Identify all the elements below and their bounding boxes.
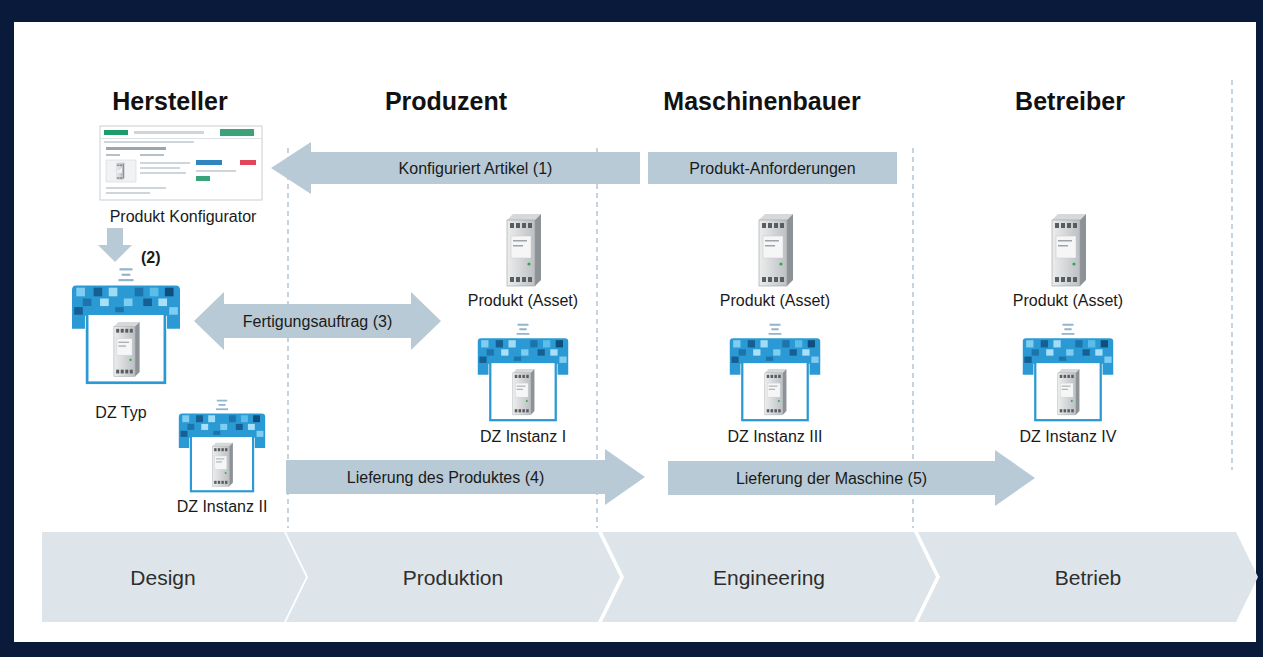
column-heading: Maschinenbauer: [663, 86, 860, 116]
configurator-screenshot: [196, 160, 222, 165]
node-label: Produkt (Asset): [468, 291, 578, 310]
node-label: DZ Instanz III: [727, 427, 822, 446]
node-label: DZ Instanz IV: [1020, 427, 1117, 446]
node-label: Produkt (Asset): [1013, 291, 1123, 310]
digital-twin-picture: [179, 401, 265, 492]
digital-twin-picture: [72, 269, 180, 382]
configurator-screenshot: [196, 176, 210, 181]
twin-instance-node: DZ Instanz IV: [998, 318, 1138, 446]
node-label: Betrieb: [1055, 565, 1122, 590]
configurator-screenshot: [104, 130, 128, 135]
flow-arrow: [668, 450, 1035, 506]
configurator-screenshot: [116, 162, 124, 179]
configurator-screenshot: [140, 162, 190, 164]
asset-node: Produkt (Asset): [705, 208, 845, 310]
configurator-screenshot: [106, 154, 120, 156]
column-heading: Produzent: [385, 86, 507, 116]
arrow-label: Lieferung der Maschine (5): [736, 469, 927, 488]
configurator-screenshot: [106, 147, 166, 150]
column-heading: Betreiber: [1015, 86, 1125, 116]
configurator-screenshot: [100, 126, 262, 200]
node-label: Produkt-Anforderungen: [689, 159, 855, 178]
configurator-screenshot: [140, 172, 186, 174]
node-label: Produktion: [403, 565, 503, 590]
configurator-screenshot: [104, 141, 194, 143]
digital-twin-picture: [72, 269, 1113, 491]
flow-arrow: [286, 449, 645, 505]
product-picture: [759, 214, 793, 286]
flow-arrow: [98, 228, 132, 262]
twin-type-node: DZ Typ: [56, 262, 186, 422]
arrow-label: Fertigungsauftrag (3): [243, 312, 392, 331]
configurator-screenshot: [134, 131, 204, 134]
configurator-screenshot: [100, 138, 262, 139]
configurator-screenshot: [100, 126, 262, 200]
node-label: Produkt (Asset): [720, 291, 830, 310]
phase-chevron: Engineering: [602, 532, 936, 622]
configurator-screenshot: [106, 160, 136, 182]
phase-chevron: Produktion: [286, 532, 620, 622]
chevron-outline: [42, 532, 306, 622]
phase-chevron: Design: [42, 532, 306, 622]
product-picture: [507, 214, 1086, 286]
asset-node: Produkt (Asset): [453, 208, 593, 310]
twin-instance-node: DZ Instanz III: [705, 318, 845, 446]
product-picture: [507, 214, 541, 286]
flow-arrow: [194, 292, 441, 350]
digital-twin-picture: [730, 325, 821, 420]
node-label: DZ Instanz I: [480, 427, 566, 446]
configurator-screenshot: [140, 167, 180, 169]
flow-arrow: [271, 142, 640, 194]
arrow-label: Lieferung des Produktes (4): [347, 468, 544, 487]
configurator-screenshot: [106, 187, 166, 189]
digital-twin-picture: [478, 325, 569, 420]
node-label: Engineering: [713, 565, 825, 590]
configurator-screenshot: [240, 160, 256, 165]
chevron-outline: [286, 532, 620, 622]
configurator-screenshot: [140, 154, 164, 156]
arrow-label: (2): [139, 248, 163, 267]
chevron-outline: [918, 532, 1258, 622]
node-label: DZ Typ: [95, 403, 146, 422]
phase-chevron: Betrieb: [918, 532, 1258, 622]
node-label: Produkt Konfigurator: [110, 207, 257, 226]
arrow-label: Konfiguriert Artikel (1): [399, 159, 553, 178]
process-box: Produkt-Anforderungen: [648, 152, 897, 184]
configurator-screenshot: [220, 129, 254, 136]
asset-node: Produkt (Asset): [998, 208, 1138, 310]
configurator-screenshot: [196, 170, 236, 172]
chevron-outline: [602, 532, 936, 622]
node-label: DZ Instanz II: [177, 497, 268, 516]
node-label: Design: [130, 565, 195, 590]
product-picture: [1052, 214, 1086, 286]
column-heading: Hersteller: [112, 86, 227, 116]
configurator-screenshot: [106, 192, 150, 194]
twin-instance-node: DZ Instanz II: [162, 396, 282, 516]
twin-instance-node: DZ Instanz I: [453, 318, 593, 446]
column-divider: [1231, 80, 1232, 470]
digital-twin-picture: [1023, 325, 1114, 420]
configurator-node: Produkt Konfigurator: [95, 122, 271, 226]
